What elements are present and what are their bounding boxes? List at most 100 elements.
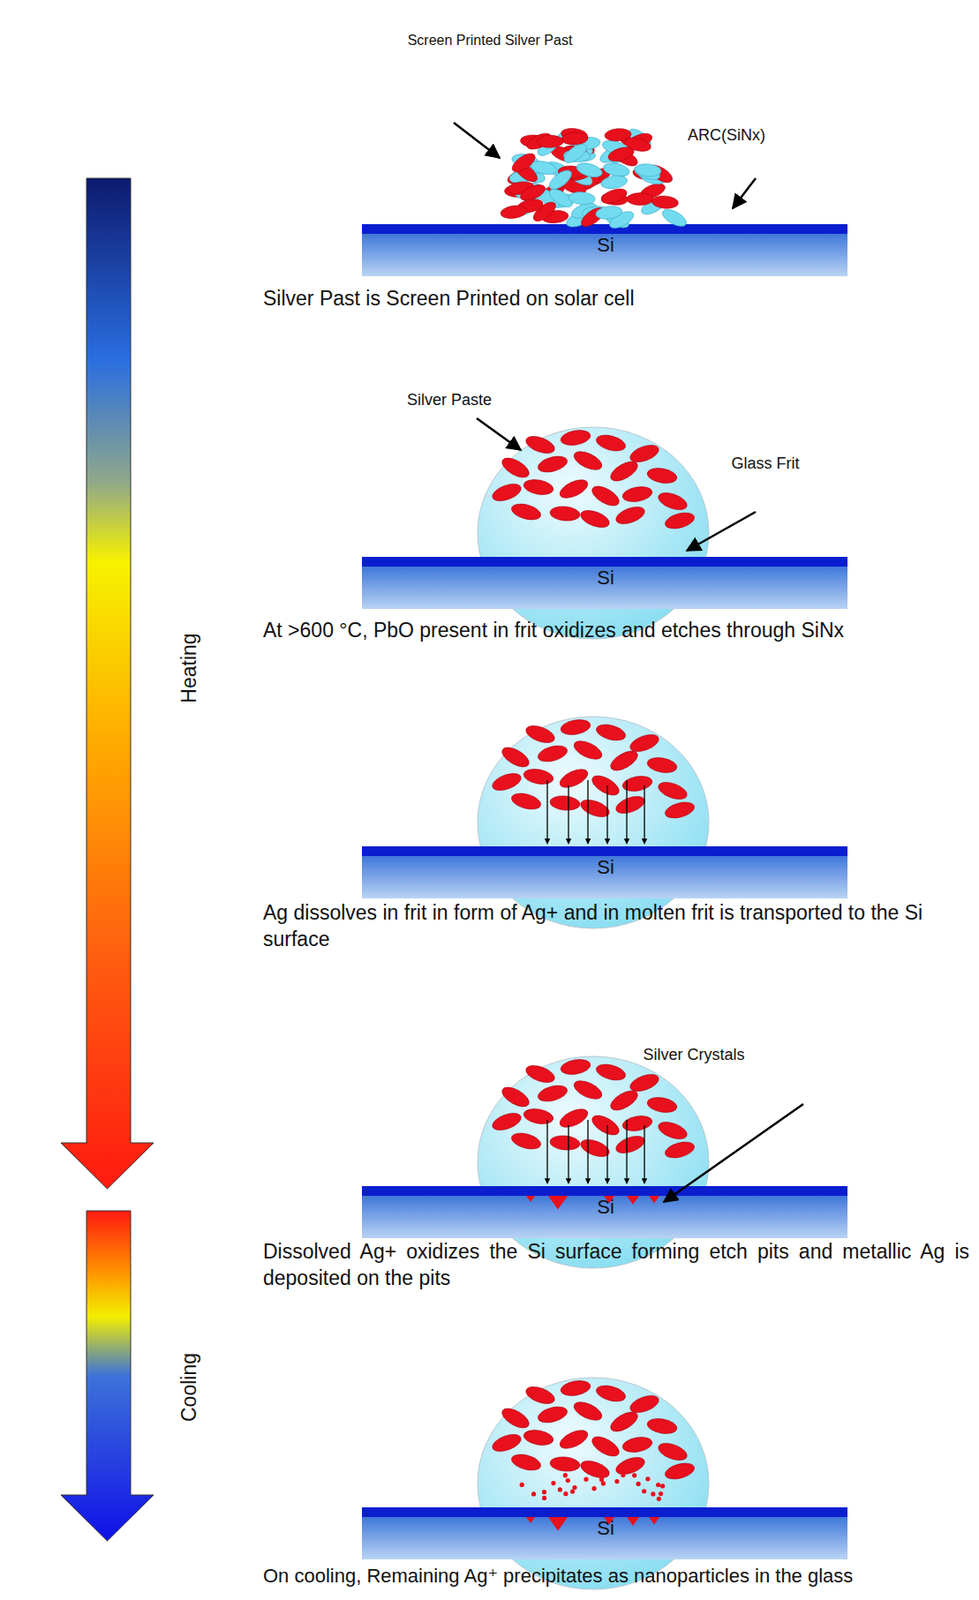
silver-particle [523, 722, 557, 747]
diffusion-arrow [546, 1120, 548, 1184]
silver-particle [571, 1399, 605, 1425]
etch-pit-silver [648, 1196, 660, 1204]
silver-particle [599, 186, 629, 207]
silver-particle [578, 1458, 611, 1483]
silver-particle [578, 507, 611, 532]
silver-particle [498, 744, 532, 772]
silver-particle [621, 484, 654, 505]
silver-particle [588, 482, 622, 511]
silver-particle [613, 504, 647, 528]
silver-particle [536, 135, 564, 149]
etch-pit-silver [548, 1196, 568, 1210]
step-caption: Silver Past is Screen Printed on solar c… [263, 286, 970, 313]
silver-particle [561, 131, 589, 146]
leader-line [732, 178, 756, 209]
silver-nanoparticle [550, 1481, 556, 1486]
silver-nanoparticle [650, 1491, 656, 1497]
silver-particle [510, 1130, 543, 1153]
panel-crystals [361, 1056, 848, 1269]
etch-pit-silver [626, 1517, 640, 1527]
silver-particle [594, 432, 628, 454]
silver-particle [663, 1460, 697, 1483]
silver-nanoparticle [542, 1490, 547, 1495]
etch-pit-silver [526, 1517, 535, 1524]
diffusion-arrow [606, 785, 608, 844]
silver-particle [613, 793, 647, 818]
silver-particle [557, 766, 591, 792]
leader-line [663, 1104, 804, 1203]
silver-nanoparticle [557, 1487, 563, 1492]
silver-particle [621, 1114, 654, 1134]
silver-particle [651, 195, 679, 210]
frit-particle [529, 158, 558, 177]
silver-particle [571, 738, 605, 764]
silver-nanoparticle [601, 1481, 606, 1486]
silver-particle [522, 1107, 555, 1127]
material-label: Si [596, 565, 615, 592]
silver-particle [626, 193, 654, 206]
silver-particle [559, 428, 592, 448]
silver-particle [646, 755, 678, 776]
silver-particle [499, 203, 528, 220]
diffusion-arrow [546, 780, 548, 844]
silver-particle [557, 1427, 591, 1454]
silver-particle [498, 454, 532, 482]
panel-printed [361, 125, 848, 277]
silver-nanoparticle [614, 1479, 619, 1484]
silver-particle [606, 144, 636, 165]
silver-particle [613, 1133, 647, 1158]
silver-particle [613, 1454, 647, 1479]
material-label: Si [596, 233, 615, 259]
sinx-layer [361, 1507, 848, 1518]
silver-particle [655, 1119, 689, 1144]
silver-nanoparticle [645, 1476, 650, 1482]
silver-nanoparticle [655, 1483, 661, 1488]
leader-lines [453, 122, 804, 1203]
silver-nanoparticle [591, 1486, 596, 1492]
sinx-layer [361, 1186, 848, 1197]
silver-nanoparticle [531, 1491, 536, 1497]
silver-particle [646, 466, 678, 486]
silver-particle [557, 1106, 591, 1132]
silver-particle [571, 1077, 605, 1104]
silver-particle [578, 1137, 611, 1161]
silver-nanoparticle [656, 1497, 662, 1502]
silver-particle [510, 790, 543, 813]
silver-nanoparticle [519, 1483, 525, 1488]
silver-particle [559, 1378, 592, 1399]
silver-nanoparticle [641, 1489, 647, 1494]
sinx-layer [361, 557, 848, 567]
silver-particle [588, 772, 622, 800]
leader-line [686, 512, 756, 551]
diffusion-arrow [567, 1125, 569, 1184]
silver-particle [663, 1139, 697, 1161]
silver-particle [510, 501, 543, 523]
silver-nanoparticle [632, 1473, 637, 1478]
silver-particle [663, 799, 697, 821]
silver-particle [594, 722, 628, 744]
silver-particle [489, 1110, 523, 1135]
etch-pit-silver [526, 1196, 535, 1203]
figure-title: Screen Printed Silver Past [407, 31, 573, 51]
silver-particle [509, 150, 539, 176]
step-caption: At >600 °C, PbO present in frit oxidizes… [263, 617, 899, 645]
cooling-arrow [60, 1211, 154, 1542]
silver-particle [536, 1404, 570, 1426]
silver-particle [510, 1452, 543, 1474]
etch-pit-silver [648, 1517, 660, 1525]
etch-pit-silver [626, 1196, 640, 1205]
sinx-layer [361, 224, 848, 234]
leader-line [476, 418, 521, 451]
frit-particle [568, 191, 596, 206]
silver-particle [489, 1431, 523, 1456]
silver-particle [607, 1087, 641, 1115]
silver-particle [655, 1440, 689, 1465]
silver-particle [557, 476, 591, 503]
silver-particle [489, 481, 523, 505]
part-label: Glass Frit [730, 453, 799, 475]
silver-nanoparticle [570, 1489, 575, 1494]
silver-particle [523, 433, 557, 458]
material-label: Si [596, 1516, 615, 1543]
silver-particle [594, 1061, 628, 1084]
